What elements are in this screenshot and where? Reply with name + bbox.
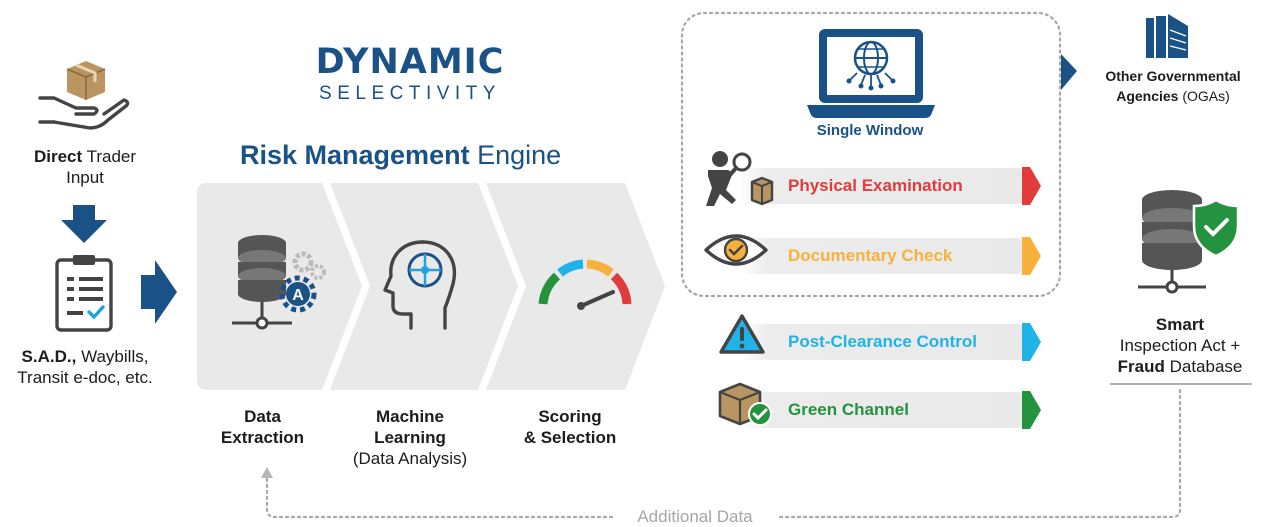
database-gear-icon: A <box>232 235 326 330</box>
direct-trader-rest: Trader <box>86 147 137 166</box>
laptop-globe-icon <box>807 29 935 118</box>
sad-documents-label: S.A.D., Waybills, Transit e-doc, etc. <box>0 346 170 388</box>
stage-label-data-extraction: Data Extraction <box>200 406 325 448</box>
db-line1: Smart <box>1155 315 1205 334</box>
channel-bar-documentary <box>740 238 1022 274</box>
db-line3-bold: Fraud <box>1117 357 1165 376</box>
channel-arrow-documentary <box>1022 237 1041 275</box>
direct-trader-input-label: Direct Trader Input <box>10 146 160 188</box>
oga-line2-bold: Agencies <box>1116 88 1179 104</box>
document-checklist-icon <box>55 255 113 332</box>
stage-label-scoring: Scoring & Selection <box>500 406 640 448</box>
logo-line2: SELECTIVITY <box>319 83 501 104</box>
channel-bar-green <box>740 392 1022 428</box>
channel-bar-postclearance <box>740 324 1022 360</box>
government-building-icon <box>1146 14 1188 58</box>
feedback-line <box>265 388 1182 519</box>
dynamic-selectivity-logo: DYNAMIC SELECTIVITY <box>290 43 530 105</box>
stage-label-machine-learning: Machine Learning (Data Analysis) <box>340 406 480 469</box>
inspector-icon <box>706 151 774 206</box>
stage-2-line2: & Selection <box>523 428 617 447</box>
logo-line1: DYNAMIC <box>315 42 505 82</box>
db-line3-rest: Database <box>1169 357 1243 376</box>
oga-label: Other Governmental Agencies (OGAs) <box>1080 66 1266 106</box>
engine-title-bold: Risk Management <box>240 140 470 170</box>
stage-chevron-scoring <box>486 183 665 390</box>
direct-trader-bold: Direct <box>33 147 83 166</box>
stage-1-line2: Learning <box>374 428 446 447</box>
engine-title-light: Engine <box>477 140 562 170</box>
db-line2: Inspection Act + <box>1119 336 1241 355</box>
engine-title: Risk Management Engine <box>240 140 561 171</box>
smart-database-label: Smart Inspection Act + Fraud Database <box>1092 314 1266 377</box>
database-shield-icon <box>1138 190 1240 294</box>
channel-arrow-physical <box>1022 167 1041 205</box>
brain-head-icon <box>383 240 456 330</box>
stage-0-line1: Data <box>244 407 281 426</box>
single-window-label: Single Window <box>816 122 924 139</box>
additional-data-label: Additional Data <box>637 507 753 526</box>
right-arrow <box>141 260 177 324</box>
stage-1-line1: Machine <box>375 407 445 426</box>
single-window-frame <box>680 11 1062 298</box>
approved-box-icon <box>718 382 772 426</box>
channel-arrow-postclearance <box>1022 323 1041 361</box>
warning-icon <box>719 314 765 354</box>
feedback-arrowhead <box>261 467 273 478</box>
oga-line2-rest: (OGAs) <box>1182 88 1230 104</box>
oga-line1: Other Governmental <box>1105 68 1241 84</box>
channel-label-physical: Physical Examination <box>788 176 963 195</box>
down-arrow <box>61 205 107 243</box>
oga-arrow <box>1061 54 1077 90</box>
eye-icon <box>704 234 768 266</box>
svg-text:A: A <box>292 287 304 304</box>
channel-label-postclearance: Post-Clearance Control <box>788 332 977 351</box>
docs-bold: S.A.D., <box>21 347 77 366</box>
gauge-icon <box>538 259 632 310</box>
hand-package-icon <box>38 61 130 130</box>
stage-0-line2: Extraction <box>220 428 305 447</box>
channel-label-documentary: Documentary Check <box>788 246 953 265</box>
direct-trader-line2: Input <box>66 168 104 187</box>
stage-2-line1: Scoring <box>538 407 602 426</box>
stage-1-sub: (Data Analysis) <box>352 449 468 468</box>
channel-label-green: Green Channel <box>788 400 909 419</box>
docs-rest: Waybills, <box>81 347 149 366</box>
channel-bar-physical <box>740 168 1022 204</box>
channel-arrow-green <box>1022 391 1041 429</box>
docs-line2: Transit e-doc, etc. <box>17 368 153 387</box>
